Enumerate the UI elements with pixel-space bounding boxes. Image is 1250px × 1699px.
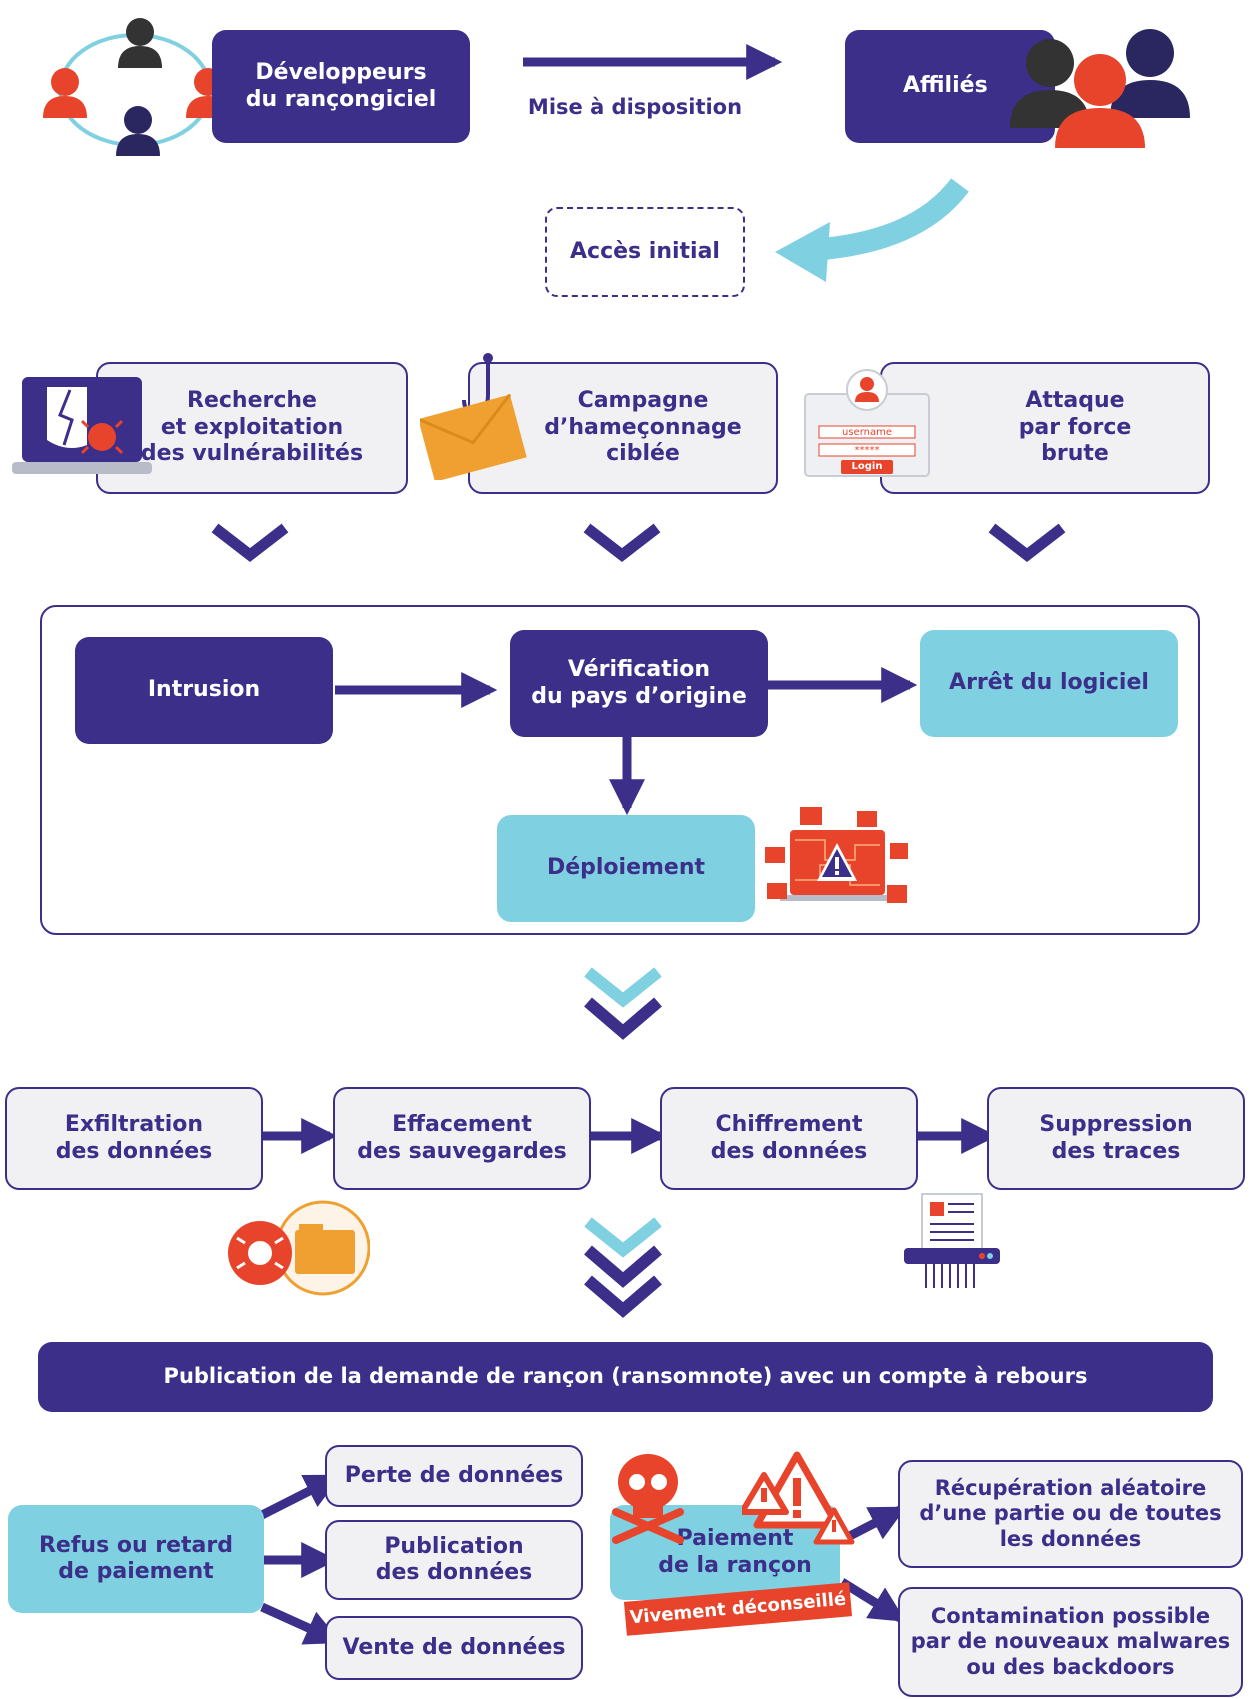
double-chevron-2-bottom	[584, 1275, 662, 1318]
double-chevron-1-top	[584, 967, 662, 1008]
bug-folders-icon	[228, 1200, 370, 1296]
ransom-note-bar: Publication de la demande de rançon (ran…	[38, 1342, 1213, 1412]
payment-label: Paiement de la rançon	[658, 1526, 812, 1578]
outcome-recovery-label: Récupération aléatoire d’une partie ou d…	[919, 1476, 1222, 1551]
laptop-shield-bug-icon	[12, 377, 152, 474]
login-form-icon: username ***** Login	[803, 368, 931, 480]
outcome-contamination-box: Contamination possible par de nouveaux m…	[898, 1587, 1243, 1697]
envelope-hook-icon	[420, 353, 527, 480]
verification-box: Vérification du pays d’origine	[510, 630, 768, 737]
outcome-data-sale-label: Vente de données	[342, 1634, 566, 1660]
outcome-data-publication-box: Publication des données	[325, 1520, 583, 1600]
developers-label: Développeurs du rançongiciel	[245, 60, 437, 112]
access-curve-arrow	[811, 178, 969, 261]
vector2-chevron	[583, 523, 661, 562]
step-trace-removal-label: Suppression des traces	[1039, 1112, 1193, 1164]
process-container	[40, 605, 1200, 935]
login-password-field: *****	[854, 445, 880, 456]
deploy-label: Déploiement	[546, 855, 706, 881]
intrusion-box: Intrusion	[75, 637, 333, 744]
ransom-note-label: Publication de la demande de rançon (ran…	[163, 1364, 1088, 1389]
outcome-data-publication-label: Publication des données	[375, 1533, 533, 1585]
step-encryption-label: Chiffrement des données	[710, 1112, 868, 1164]
affiliates-group-icon	[1010, 29, 1190, 148]
outcome-data-loss-box: Perte de données	[325, 1445, 583, 1507]
shredder-icon	[904, 1193, 1000, 1288]
step-exfiltration-box: Exfiltration des données	[5, 1087, 263, 1190]
verification-label: Vérification du pays d’origine	[531, 657, 747, 709]
access-curve-arrowhead	[775, 222, 830, 282]
stop-box: Arrêt du logiciel	[920, 630, 1178, 737]
affiliates-box: Affiliés	[845, 30, 1055, 143]
login-username-field: username	[842, 427, 892, 438]
warning-triangles-icon	[742, 1451, 855, 1545]
infected-network-icon	[765, 807, 908, 903]
developers-box: Développeurs du rançongiciel	[212, 30, 470, 143]
double-chevron-2-top	[584, 1217, 662, 1258]
outcome-contamination-label: Contamination possible par de nouveaux m…	[910, 1604, 1231, 1679]
double-chevron-1-bottom	[584, 997, 662, 1040]
outcome-data-sale-box: Vente de données	[325, 1616, 583, 1680]
step-backup-deletion-box: Effacement des sauvegardes	[333, 1087, 591, 1190]
vector1-chevron	[211, 523, 289, 562]
skull-crossbones-icon	[612, 1454, 684, 1544]
refusal-box: Refus ou retard de paiement	[8, 1505, 264, 1613]
deploy-box: Déploiement	[497, 815, 755, 922]
initial-access-label: Accès initial	[570, 238, 720, 264]
intrusion-label: Intrusion	[147, 677, 261, 703]
stop-label: Arrêt du logiciel	[949, 670, 1149, 696]
vector-vulnerabilities-label: Recherche et exploitation des vulnérabil…	[140, 388, 364, 467]
refusal-label: Refus ou retard de paiement	[38, 1532, 233, 1584]
vector-phishing-label: Campagne d’hameçonnage ciblée	[544, 388, 742, 467]
developers-group-icon	[43, 18, 230, 156]
initial-access-box: Accès initial	[545, 207, 745, 297]
provision-label: Mise à disposition	[527, 95, 743, 119]
vector-bruteforce-box: Attaque par force brute	[880, 362, 1210, 494]
vector-vulnerabilities-box: Recherche et exploitation des vulnérabil…	[96, 362, 408, 494]
outcome-recovery-box: Récupération aléatoire d’une partie ou d…	[898, 1460, 1243, 1568]
vector-bruteforce-label: Attaque par force brute	[1018, 388, 1132, 467]
outcome-data-loss-label: Perte de données	[344, 1462, 564, 1488]
login-button: Login	[851, 461, 883, 472]
step-backup-deletion-label: Effacement des sauvegardes	[357, 1112, 567, 1164]
step-encryption-box: Chiffrement des données	[660, 1087, 918, 1190]
affiliates-label: Affiliés	[903, 73, 988, 99]
vector3-chevron	[988, 523, 1066, 562]
double-chevron-2-mid	[584, 1245, 662, 1288]
step-exfiltration-label: Exfiltration des données	[55, 1112, 213, 1164]
step-trace-removal-box: Suppression des traces	[987, 1087, 1245, 1190]
